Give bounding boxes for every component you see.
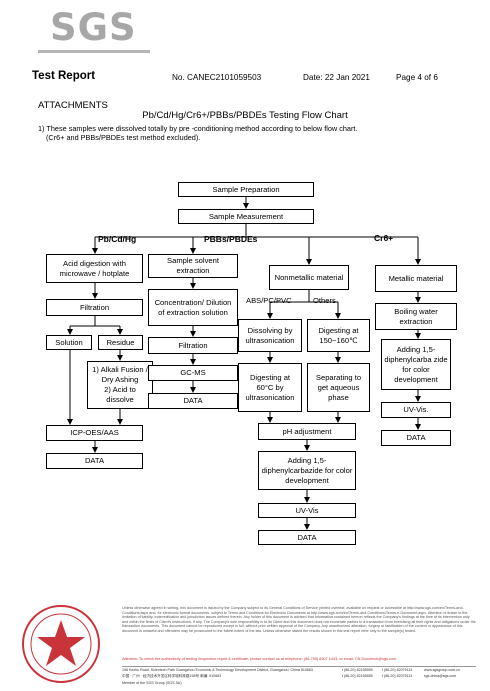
footer-tel-1: t (86-20) 82155555	[342, 668, 373, 672]
ph-adjustment-box: pH adjustment	[258, 423, 356, 440]
note-line-2: (Cr6+ and PBBs/PBDEs test method exclude…	[46, 133, 201, 142]
footer-divider	[122, 666, 476, 667]
icp-box: ICP-OES/AAS	[46, 425, 143, 441]
branch-label-cr: Cr6+	[374, 233, 394, 243]
sgs-seal-icon	[22, 605, 100, 683]
filtration-box-1: Filtration	[46, 299, 143, 316]
data-box-2: DATA	[148, 393, 238, 409]
solution-box: Solution	[46, 335, 92, 350]
nonmetallic-box: Nonmetallic material	[269, 265, 349, 290]
footer-member: Member of the SGS Group (SGS SA)	[122, 681, 182, 685]
footer-address-en: 198 Kezhu Road, Scientech Park Guangzhou…	[122, 668, 313, 672]
digesting-60-box: Digesting at 60°C by ultrasonication	[238, 363, 302, 412]
acid-dissolve-text: 2) Acid to dissolve	[104, 385, 136, 404]
alkali-fusion-box: 1) Alkali Fusion / Dry Ashing 2) Acid to…	[87, 361, 153, 409]
sgs-logo: SGS	[50, 6, 137, 49]
adding-diphenyl-metal-box: Adding 1,5-diphenylcarba zide for color …	[381, 339, 451, 390]
sample-preparation-box: Sample Preparation	[178, 182, 314, 197]
branch-label-pb: Pb/Cd/Hg	[98, 234, 137, 244]
footer-fax-2: f (86-20) 82075113	[382, 674, 413, 678]
adding-diphenyl-box: Adding 1,5-diphenylcarbazide for color d…	[258, 451, 356, 490]
footer-web-1: www.sgsgroup.com.cn	[424, 668, 460, 672]
report-number: No. CANEC2101059503	[172, 73, 262, 82]
footer-attention: Attention: To check the authenticity of …	[122, 657, 397, 661]
filtration-box-2: Filtration	[148, 337, 238, 354]
others-label: Others	[313, 296, 336, 305]
footer-web-2: sgs.china@sgs.com	[424, 674, 457, 678]
abs-label: ABS/PC/PVC	[246, 296, 292, 305]
note-line-1: 1) These samples were dissolved totally …	[38, 124, 358, 133]
sample-measurement-box: Sample Measurement	[178, 209, 314, 224]
alkali-fusion-text: 1) Alkali Fusion / Dry Ashing	[92, 365, 148, 384]
report-date: Date: 22 Jan 2021	[303, 73, 370, 82]
digesting-150-box: Digesting at 150~160℃	[307, 319, 370, 352]
uv-vis-box-2: UV-Vis.	[381, 402, 451, 418]
footer-address-cn: 中国 · 广州 · 经济技术开发区科学城科珠路198号 邮编: 510663	[122, 674, 222, 678]
boiling-water-box: Boiling water extraction	[375, 303, 457, 330]
flow-chart-title: Pb/Cd/Hg/Cr6+/PBBs/PBDEs Testing Flow Ch…	[142, 110, 348, 121]
page-number: Page 4 of 6	[396, 73, 438, 82]
footer-tel-2: t (86-20) 82155555	[342, 674, 373, 678]
branch-label-pbb: PBBs/PBDEs	[204, 234, 258, 244]
concentration-box: Concentration/ Dilution of extraction so…	[148, 289, 238, 326]
sample-solvent-box: Sample solvent extraction	[148, 254, 238, 278]
data-box-4: DATA	[381, 430, 451, 446]
residue-box: Residue	[98, 335, 143, 350]
footer-disclaimer: Unless otherwise agreed in writing, this…	[122, 606, 476, 633]
data-box-1: DATA	[46, 453, 143, 469]
logo-underline	[38, 50, 150, 53]
data-box-3: DATA	[258, 530, 356, 545]
acid-digestion-box: Acid digestion with microwave / hotplate	[46, 254, 143, 283]
gcms-box: GC-MS	[148, 365, 238, 381]
dissolving-box: Dissolving by ultrasonication	[238, 319, 302, 352]
separating-box: Separating to get aqueous phase	[307, 363, 370, 412]
attachments-label: ATTACHMENTS	[38, 100, 108, 111]
footer-fax-1: f (86-20) 82075113	[382, 668, 413, 672]
metallic-box: Metallic material	[375, 265, 457, 292]
uv-vis-box-1: UV-Vis	[258, 503, 356, 518]
report-title: Test Report	[32, 70, 96, 82]
